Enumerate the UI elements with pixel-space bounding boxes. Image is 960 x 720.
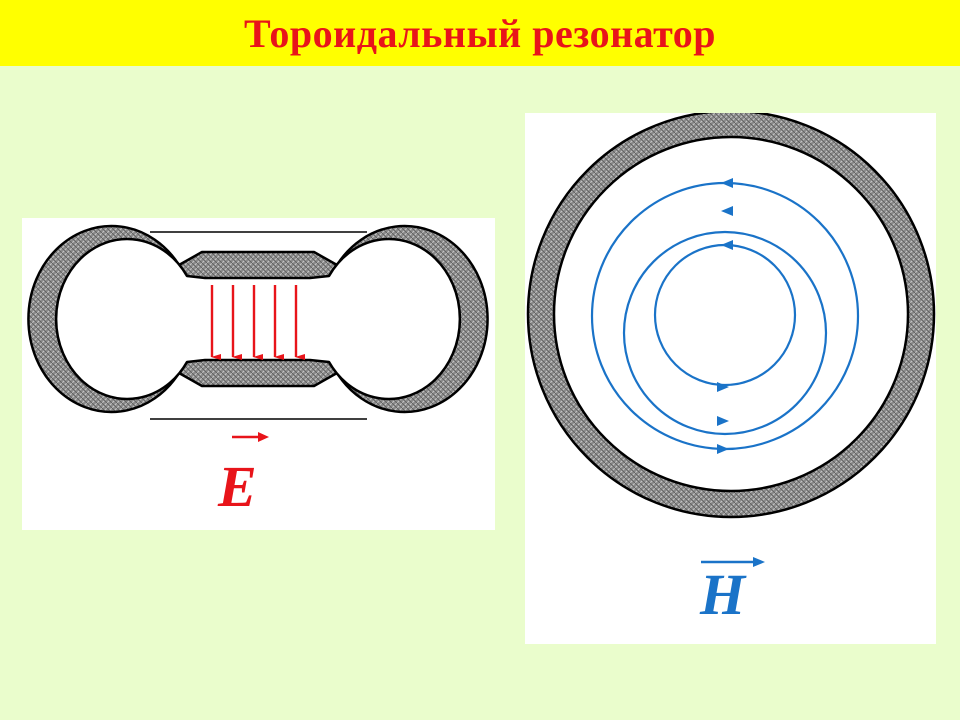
h-field-loop-middle <box>622 230 828 436</box>
h-field-label: H <box>700 562 746 627</box>
arrow-right-icon <box>717 444 729 454</box>
e-field-label: E <box>218 454 257 519</box>
top-view-panel: H <box>525 113 936 644</box>
cross-section-diagram <box>27 224 489 442</box>
title-bar: Тороидальный резонатор <box>0 0 960 66</box>
e-vector-arrow-icon <box>232 432 269 442</box>
arrow-right-icon <box>717 382 729 392</box>
slide-title: Тороидальный резонатор <box>244 10 716 56</box>
arrow-left-icon <box>721 206 733 216</box>
cavity-interior <box>54 237 462 401</box>
e-field-lines <box>210 285 305 360</box>
h-field-arrowheads <box>717 178 733 454</box>
arrow-left-icon <box>721 240 733 250</box>
h-vector-arrow-icon <box>701 557 765 567</box>
cross-section-panel: E <box>22 218 495 530</box>
arrow-right-icon <box>717 416 729 426</box>
arrow-left-icon <box>721 178 733 188</box>
inner-wall <box>552 135 910 493</box>
top-view-diagram <box>526 113 936 567</box>
